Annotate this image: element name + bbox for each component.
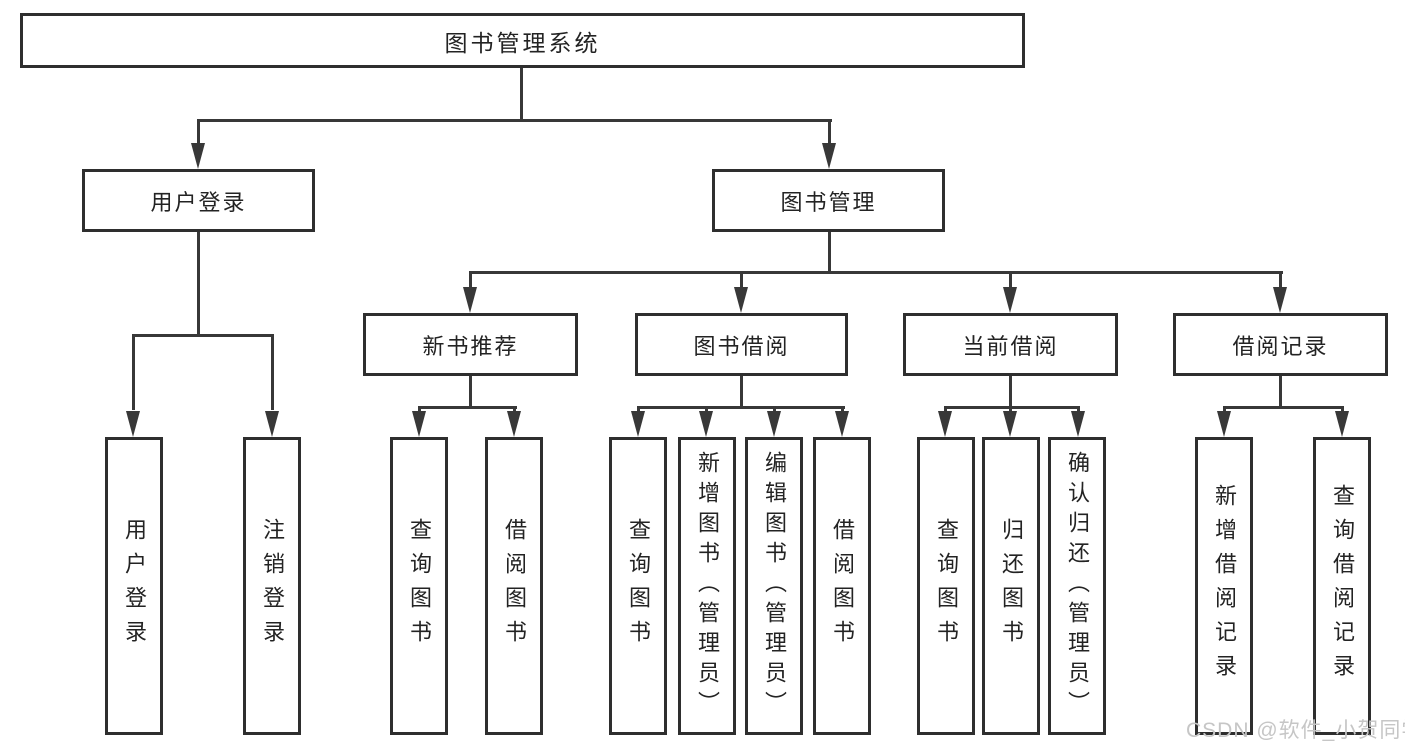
connector-line (944, 406, 1080, 409)
arrowhead-icon (1273, 287, 1287, 313)
connector-line (740, 271, 743, 291)
connector-line (773, 406, 776, 414)
node-user-login: 用户登录 (82, 169, 315, 232)
node-new-book-recommendation: 新书推荐 (363, 313, 578, 376)
arrowhead-icon (265, 411, 279, 437)
arrowhead-icon (1217, 411, 1231, 437)
connector-line (418, 406, 517, 409)
leaf-add-books-admin: 新增图书（管理员） (678, 437, 736, 735)
leaf-return-books: 归还图书 (982, 437, 1040, 735)
connector-line (705, 406, 708, 414)
arrowhead-icon (412, 411, 426, 437)
connector-line (132, 334, 135, 410)
connector-line (1279, 376, 1282, 408)
connector-line (132, 334, 274, 337)
node-label: 归还图书 (999, 518, 1024, 654)
node-label: 用户登录 (150, 189, 247, 215)
node-label: 图书管理系统 (444, 29, 601, 56)
leaf-query-books-newrec: 查询图书 (390, 437, 448, 735)
connector-line (828, 119, 831, 147)
connector-line (1009, 406, 1012, 414)
arrowhead-icon (767, 411, 781, 437)
node-label: 用户登录 (122, 518, 147, 654)
leaf-borrow-books: 借阅图书 (813, 437, 871, 735)
leaf-query-books-borrow: 查询图书 (609, 437, 667, 735)
node-label: 查询图书 (934, 518, 959, 654)
connector-line (1223, 406, 1344, 409)
leaf-user-login: 用户登录 (105, 437, 163, 735)
arrowhead-icon (191, 143, 205, 169)
connector-line (740, 376, 743, 408)
connector-line (197, 119, 832, 122)
node-book-management: 图书管理 (712, 169, 945, 232)
leaf-query-books-current: 查询图书 (917, 437, 975, 735)
connector-line (637, 406, 845, 409)
connector-line (197, 232, 200, 336)
arrowhead-icon (1071, 411, 1085, 437)
leaf-add-borrow-record: 新增借阅记录 (1195, 437, 1253, 735)
arrowhead-icon (938, 411, 952, 437)
arrowhead-icon (822, 143, 836, 169)
connector-line (271, 334, 274, 410)
connector-line (637, 406, 640, 414)
node-label: 注销登录 (260, 518, 285, 654)
node-library-management-system: 图书管理系统 (20, 13, 1025, 68)
node-label: 图书管理 (780, 189, 877, 215)
connector-line (828, 232, 831, 273)
arrowhead-icon (463, 287, 477, 313)
arrowhead-icon (1003, 287, 1017, 313)
leaf-logout: 注销登录 (243, 437, 301, 735)
node-label: 图书借阅 (693, 333, 790, 359)
csdn-watermark: CSDN @软件_小贺同学 (1186, 719, 1405, 742)
arrowhead-icon (1003, 411, 1017, 437)
connector-line (841, 406, 844, 414)
connector-line (197, 119, 200, 147)
connector-line (1009, 376, 1012, 408)
node-current-borrowing: 当前借阅 (903, 313, 1118, 376)
node-label: 新增借阅记录 (1212, 484, 1237, 688)
arrowhead-icon (631, 411, 645, 437)
connector-line (1279, 271, 1282, 291)
node-label: 当前借阅 (962, 333, 1059, 359)
leaf-edit-books-admin: 编辑图书（管理员） (745, 437, 803, 735)
arrowhead-icon (835, 411, 849, 437)
node-borrowing-records: 借阅记录 (1173, 313, 1388, 376)
connector-line (520, 68, 523, 119)
leaf-confirm-return-admin: 确认归还（管理员） (1048, 437, 1106, 735)
connector-line (1009, 271, 1012, 291)
node-label: 借阅记录 (1232, 333, 1329, 359)
node-label: 新增图书（管理员） (695, 451, 720, 721)
connector-line (469, 271, 1283, 274)
node-label: 查询借阅记录 (1330, 484, 1355, 688)
arrowhead-icon (699, 411, 713, 437)
node-label: 借阅图书 (830, 518, 855, 654)
connector-line (1077, 406, 1080, 414)
node-book-borrowing: 图书借阅 (635, 313, 848, 376)
node-label: 查询图书 (626, 518, 651, 654)
connector-line (944, 406, 947, 414)
node-label: 编辑图书（管理员） (762, 451, 787, 721)
node-label: 确认归还（管理员） (1065, 451, 1090, 721)
node-label: 新书推荐 (422, 333, 519, 359)
connector-line (513, 406, 516, 414)
connector-line (469, 376, 472, 408)
node-label: 借阅图书 (502, 518, 527, 654)
leaf-borrow-books-newrec: 借阅图书 (485, 437, 543, 735)
connector-line (1341, 406, 1344, 414)
connector-line (469, 271, 472, 291)
leaf-query-borrow-record: 查询借阅记录 (1313, 437, 1371, 735)
connector-line (418, 406, 421, 414)
arrowhead-icon (734, 287, 748, 313)
arrowhead-icon (507, 411, 521, 437)
arrowhead-icon (1335, 411, 1349, 437)
arrowhead-icon (126, 411, 140, 437)
connector-line (1223, 406, 1226, 414)
node-label: 查询图书 (407, 518, 432, 654)
